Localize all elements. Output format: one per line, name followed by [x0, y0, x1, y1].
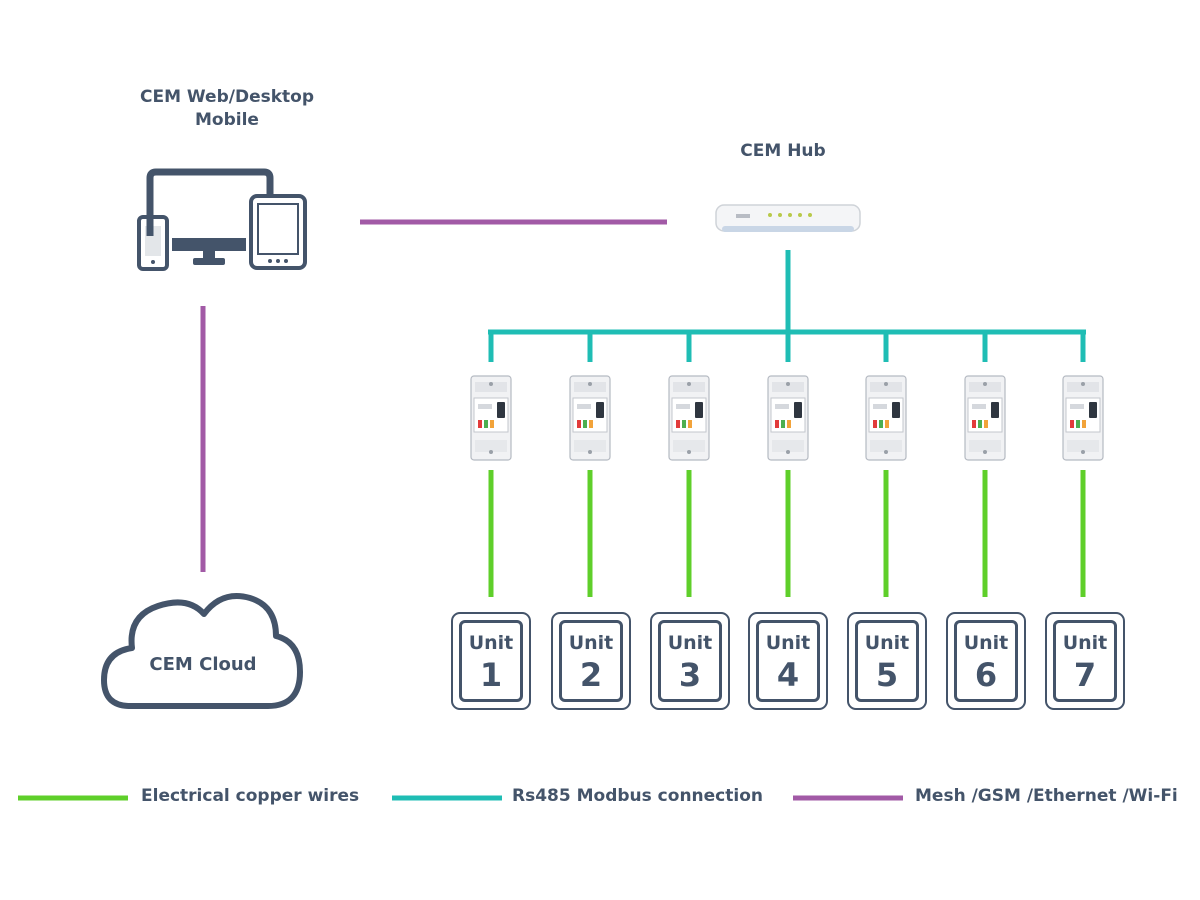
- unit-number: 2: [579, 656, 603, 694]
- unit-label: Unit: [1062, 632, 1108, 654]
- unit-number: 6: [974, 656, 998, 694]
- unit-label: Unit: [568, 632, 614, 654]
- devices-title-line1: CEM Web/Desktop: [139, 87, 315, 107]
- unit-number: 5: [875, 656, 899, 694]
- breaker-icon-6: [964, 375, 1006, 461]
- breaker-icon-7: [1062, 375, 1104, 461]
- unit-box-2: Unit 2: [551, 612, 631, 710]
- devices-title: CEM Web/Desktop Mobile: [112, 86, 342, 132]
- unit-label: Unit: [765, 632, 811, 654]
- breaker-icon-3: [668, 375, 710, 461]
- unit-label: Unit: [667, 632, 713, 654]
- cloud-icon: [101, 593, 303, 709]
- unit-label: Unit: [864, 632, 910, 654]
- unit-label: Unit: [963, 632, 1009, 654]
- legend-label-copper: Electrical copper wires: [141, 786, 360, 806]
- legend-label-mesh: Mesh /GSM /Ethernet /Wi-Fi: [915, 786, 1178, 806]
- unit-box-3: Unit 3: [650, 612, 730, 710]
- unit-box-7: Unit 7: [1045, 612, 1125, 710]
- breaker-icon-4: [767, 375, 809, 461]
- breakers-group: [470, 375, 1104, 461]
- cloud-label: CEM Cloud: [149, 654, 257, 675]
- breaker-icon-2: [569, 375, 611, 461]
- unit-box-6: Unit 6: [946, 612, 1026, 710]
- copper-wires: [488, 470, 1086, 597]
- unit-number: 1: [479, 656, 503, 694]
- rs485-bus: [488, 250, 1086, 362]
- unit-box-1: Unit 1: [451, 612, 531, 710]
- unit-number: 3: [678, 656, 702, 694]
- unit-box-4: Unit 4: [748, 612, 828, 710]
- hub-title: CEM Hub: [740, 141, 826, 161]
- breaker-icon-1: [470, 375, 512, 461]
- legend-label-rs485: Rs485 Modbus connection: [512, 786, 763, 806]
- breaker-icon-5: [865, 375, 907, 461]
- hub-router-icon: [715, 204, 861, 232]
- unit-number: 7: [1073, 656, 1097, 694]
- devices-icon: [137, 168, 307, 271]
- unit-box-5: Unit 5: [847, 612, 927, 710]
- devices-title-line2: Mobile: [195, 110, 259, 130]
- unit-number: 4: [776, 656, 800, 694]
- unit-label: Unit: [468, 632, 514, 654]
